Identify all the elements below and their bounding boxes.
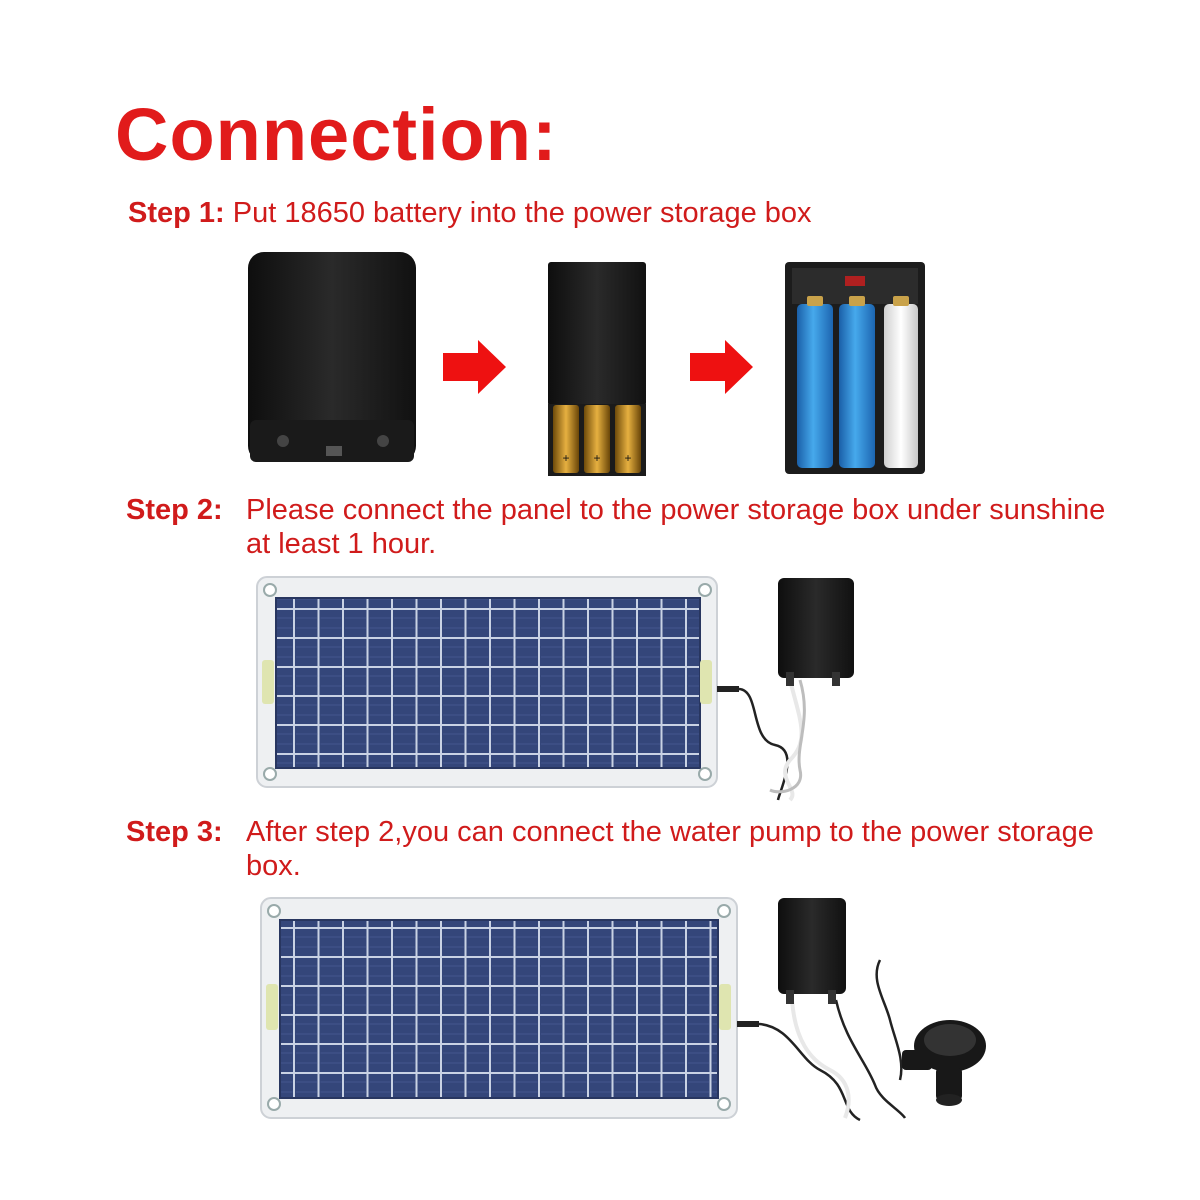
arrow-right-icon [443, 340, 506, 394]
cable [737, 959, 907, 1122]
step-2-text: Please connect the panel to the power st… [246, 494, 1106, 560]
solar-panel [256, 576, 718, 788]
battery-box-opened: + + + [548, 262, 646, 476]
step-1-text: Put 18650 battery into the power storage… [232, 197, 812, 229]
step-1-label: Step 1: [128, 197, 225, 229]
step-3-label: Step 3: [126, 816, 223, 848]
battery-box-closed [248, 252, 416, 462]
svg-text:+: + [624, 451, 631, 465]
solar-panel [260, 897, 738, 1119]
page-title: Connection: [115, 93, 558, 176]
step-2: Step 2: Please connect the panel to the p… [126, 493, 1126, 561]
power-storage-box [778, 578, 854, 686]
cable [717, 679, 806, 802]
svg-text:+: + [593, 451, 600, 465]
power-storage-box [778, 898, 846, 1004]
svg-text:+: + [562, 451, 569, 465]
battery-holder-with-cells [785, 262, 925, 474]
water-pump [902, 1020, 986, 1106]
arrow-right-icon [690, 340, 753, 394]
step-2-label: Step 2: [126, 494, 223, 526]
step-3-text: After step 2,you can connect the water p… [246, 816, 1094, 882]
step-3: Step 3: After step 2,you can connect the … [126, 815, 1136, 883]
step-1: Step 1: Put 18650 battery into the power… [128, 196, 812, 230]
